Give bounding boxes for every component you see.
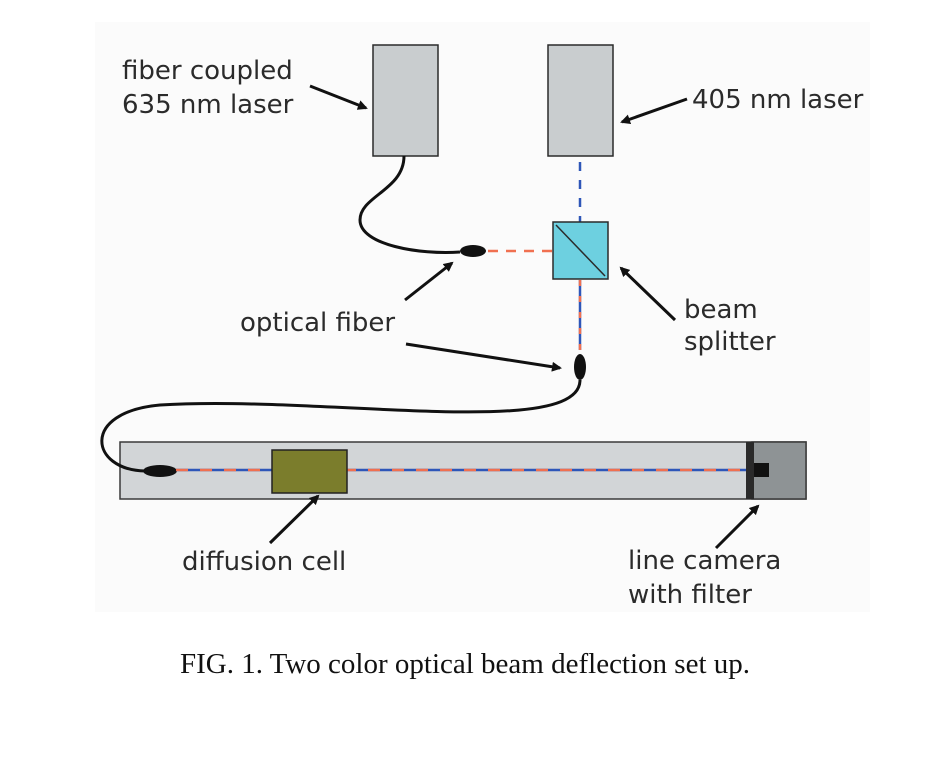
arrow-beam-splitter: [619, 266, 677, 322]
label-line-camera-line1: line camera: [628, 546, 781, 576]
arrow-optical-fiber-lower: [405, 342, 562, 372]
line-camera-lens: [754, 463, 769, 477]
label-fiber-laser-line2: 635 nm laser: [122, 90, 294, 120]
label-beam-splitter-line1: beam: [684, 295, 758, 325]
beam-splitter-diagonal: [555, 224, 606, 277]
fiber-coupled-laser-box: [372, 44, 439, 157]
fiber-collimator-lower: [574, 354, 586, 380]
arrow-laser-405: [620, 97, 688, 125]
label-line-camera-line2: with filter: [628, 580, 752, 610]
label-beam-splitter-line2: splitter: [684, 327, 776, 357]
arrow-optical-fiber-upper: [404, 261, 454, 302]
label-fiber-laser-line1: fiber coupled: [122, 56, 293, 86]
line-camera-sensor: [746, 442, 754, 499]
figure-caption: FIG. 1. Two color optical beam deflectio…: [179, 648, 751, 680]
arrow-fiber-laser: [309, 84, 368, 110]
label-laser-405: 405 nm laser: [692, 85, 864, 115]
fiber-cable-lower: [100, 379, 582, 473]
arrow-line-camera: [714, 504, 760, 550]
arrow-diffusion-cell: [268, 494, 320, 545]
laser-405-box: [547, 44, 614, 157]
fiber-collimator-rail: [143, 465, 177, 477]
diffusion-cell: [271, 449, 348, 494]
fiber-cable-upper: [358, 155, 461, 254]
label-optical-fiber: optical fiber: [240, 308, 395, 338]
figure-background: [95, 22, 870, 612]
label-diffusion-cell: diffusion cell: [182, 547, 346, 577]
fiber-collimator-upper: [460, 245, 486, 257]
